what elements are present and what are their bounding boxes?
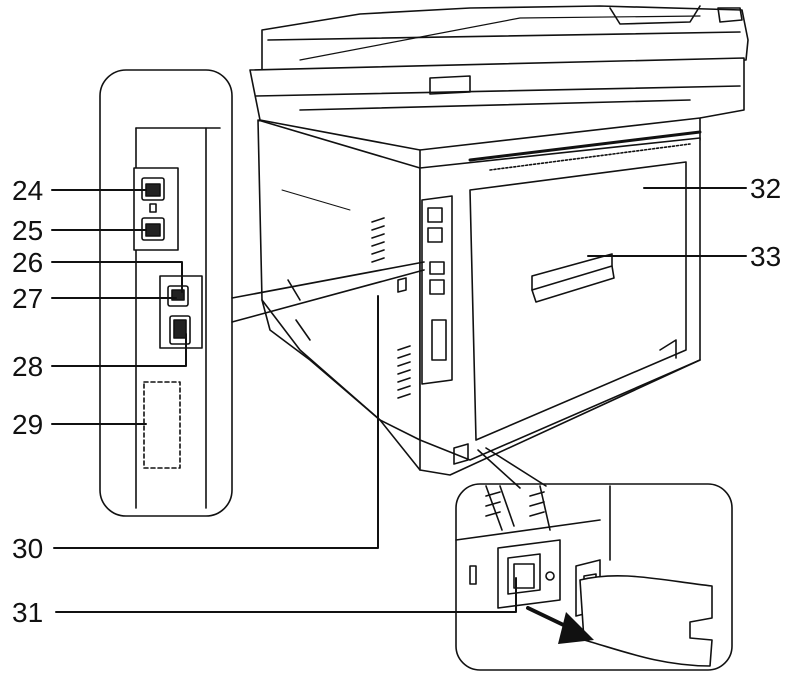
callout-29: 29 — [12, 409, 44, 440]
callout-31: 31 — [12, 597, 44, 628]
callout-32: 32 — [750, 173, 782, 204]
document-processor — [261, 5, 749, 73]
leader-lines — [51, 187, 747, 613]
callout-28: 28 — [12, 351, 44, 382]
callout-26: 26 — [12, 247, 44, 278]
callout-33: 33 — [750, 241, 782, 272]
printer-body — [257, 119, 702, 476]
callout-25: 25 — [12, 215, 44, 246]
callout-24: 24 — [12, 175, 44, 206]
callout-27: 27 — [12, 283, 44, 314]
callout-30: 30 — [12, 533, 44, 564]
power-zoom-inset — [455, 447, 733, 671]
